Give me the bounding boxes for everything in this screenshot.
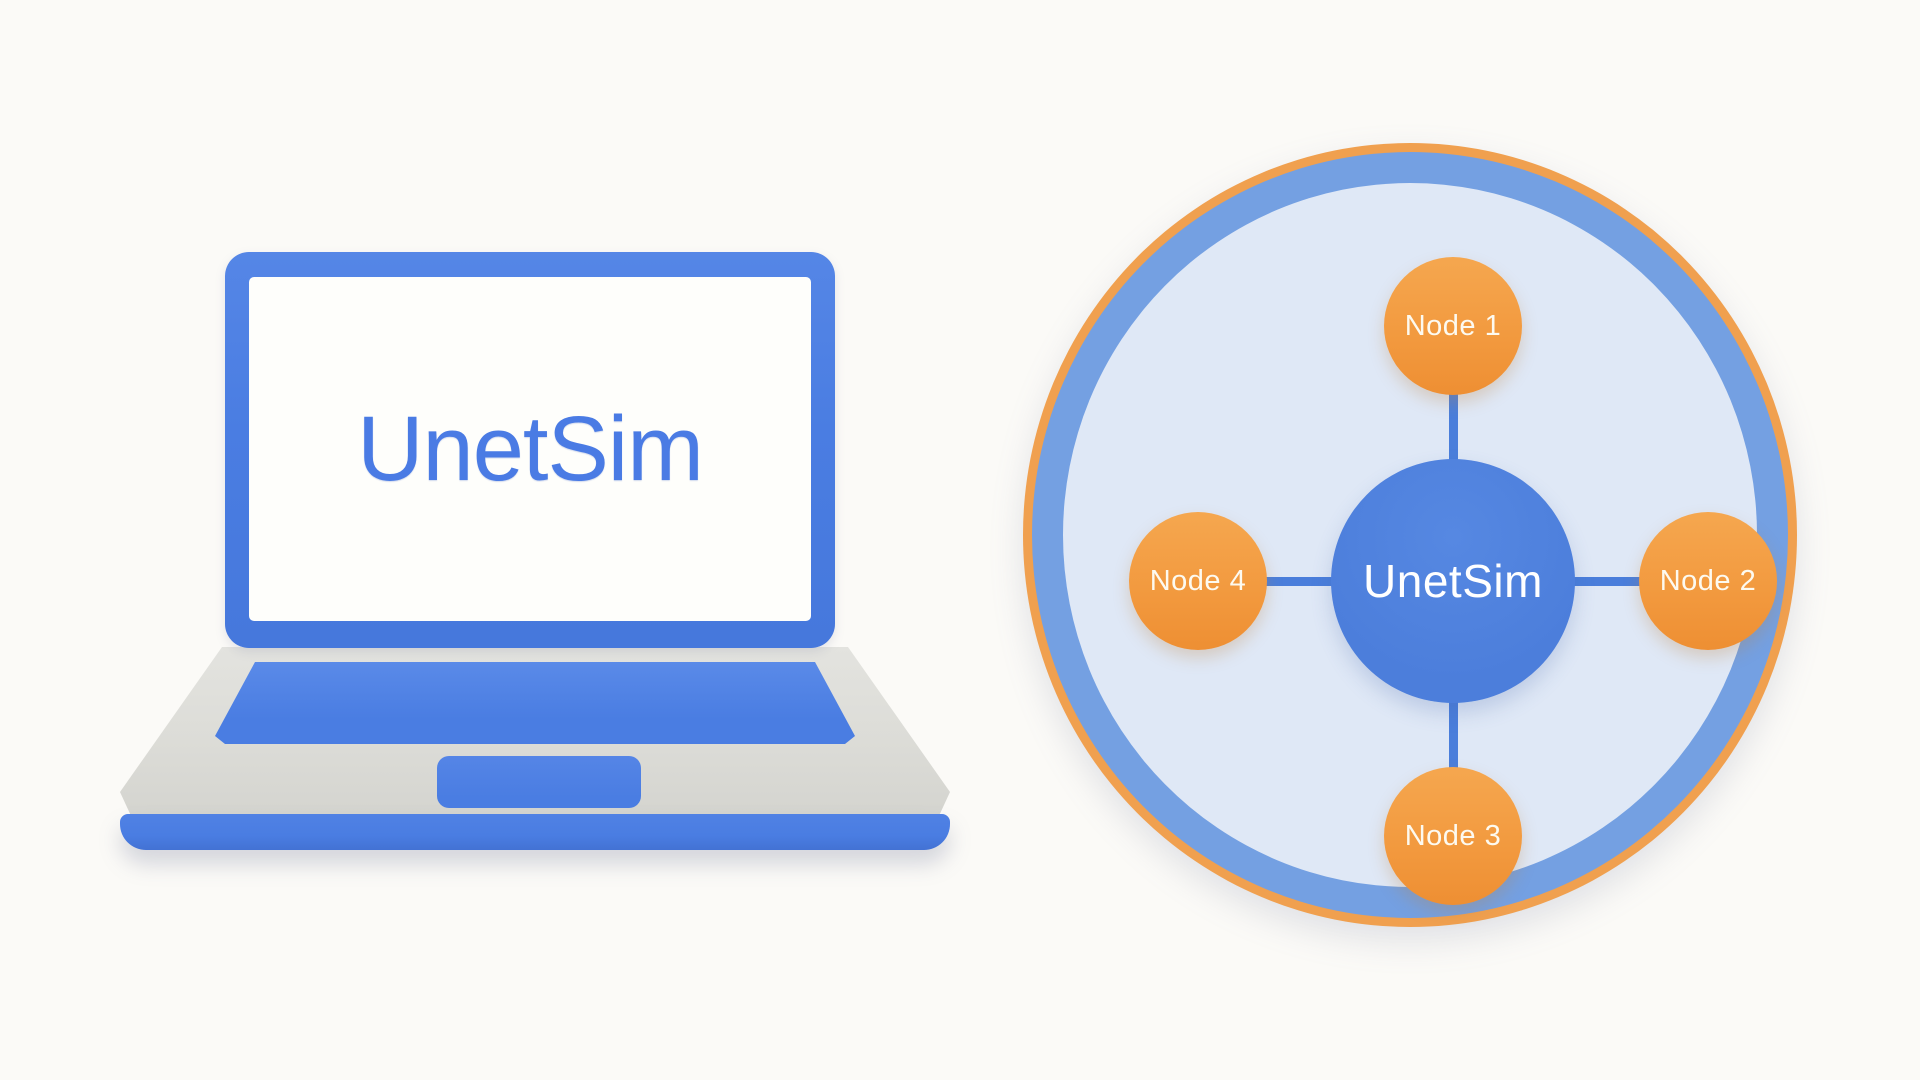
laptop-screen: UnetSim: [249, 277, 811, 621]
node-4-circle: Node 4: [1129, 512, 1267, 650]
laptop-screen-bezel: UnetSim: [225, 252, 835, 648]
node-3-circle: Node 3: [1384, 767, 1522, 905]
laptop-trackpad: [437, 756, 641, 808]
laptop-screen-title: UnetSim: [357, 397, 704, 500]
hub-circle: UnetSim: [1331, 459, 1575, 703]
hub-label: UnetSim: [1363, 555, 1543, 607]
node-2-label: Node 2: [1659, 564, 1757, 597]
laptop-keyboard: [215, 662, 855, 744]
network-boundary-circle: Node 1 Node 2 Node 3 Node 4 UnetSim: [1023, 143, 1797, 927]
laptop-illustration: UnetSim: [0, 0, 1000, 900]
node-1-label: Node 1: [1404, 309, 1502, 342]
node-3-label: Node 3: [1404, 819, 1502, 852]
node-4-label: Node 4: [1149, 564, 1247, 597]
network-topology-diagram: Node 1 Node 2 Node 3 Node 4 UnetSim: [980, 100, 1880, 980]
node-1-circle: Node 1: [1384, 257, 1522, 395]
laptop-bottom-edge: [120, 814, 950, 850]
node-2-circle: Node 2: [1639, 512, 1777, 650]
